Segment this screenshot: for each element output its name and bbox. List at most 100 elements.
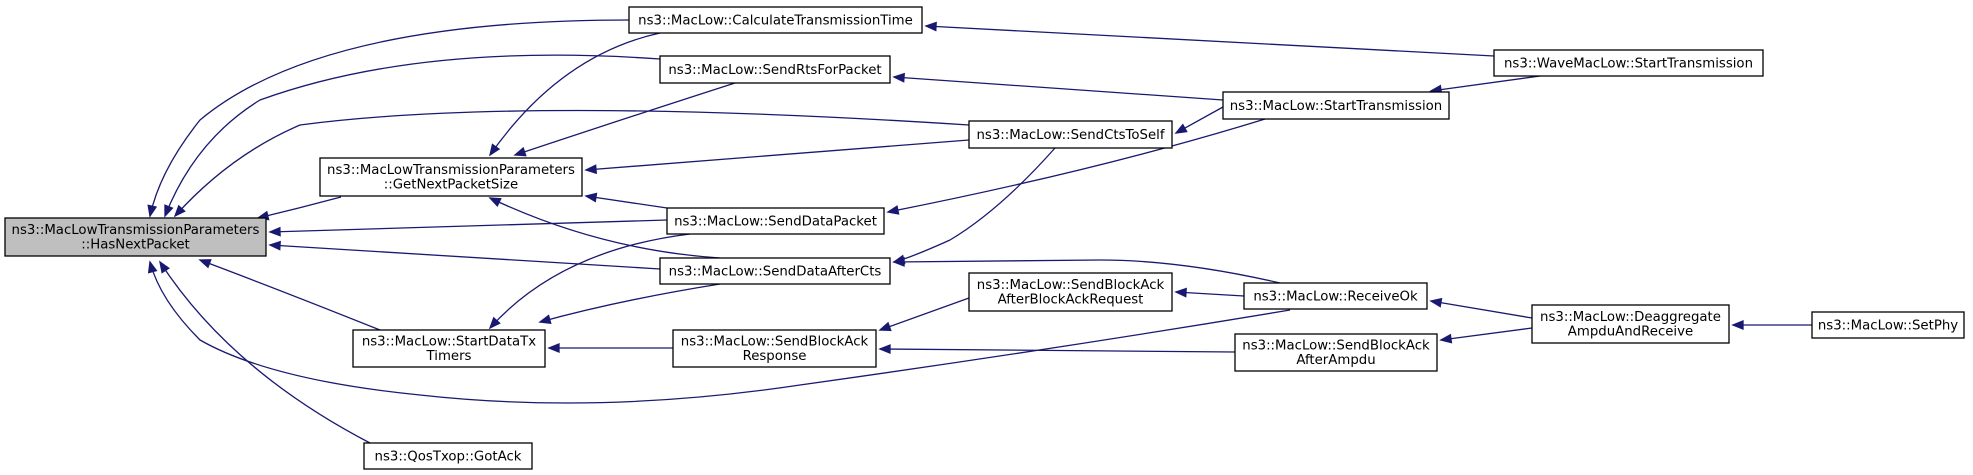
node-label: ns3::MacLow::SendBlockAck [1242,339,1430,354]
node-starttx[interactable]: ns3::MacLow::StartTransmission [1222,91,1450,120]
arrowhead [268,240,281,251]
arrowhead [513,146,527,157]
arrowhead [547,343,560,353]
node-label: ns3::MacLowTransmissionParameters [327,163,575,178]
edge-calctx-to-hasnext [147,19,630,218]
node-box [319,157,583,197]
node-box [352,329,546,368]
edge-sendbaafterbar-to-sendbaresp [878,297,970,332]
node-label: ns3::WaveMacLow::StartTransmission [1504,56,1753,71]
edge-line [1175,291,1245,297]
edge-sendctstoself-to-getnext [584,139,970,175]
edge-sendrts-to-hasnext [164,54,661,218]
node-label: ::GetNextPacketSize [384,178,518,193]
node-label: ::HasNextPacket [81,238,190,253]
node-wavestarttx[interactable]: ns3::WaveMacLow::StartTransmission [1493,49,1764,77]
node-box [659,55,891,84]
arrowhead [584,164,598,175]
node-box [363,442,533,470]
edge-line [269,244,661,270]
edge-line [257,196,342,219]
edge-line [159,261,371,444]
edge-line [893,259,1281,284]
arrowhead [147,204,158,218]
arrowhead [198,259,212,269]
arrowhead [584,192,598,203]
arrowhead [1439,333,1453,344]
edge-line [1440,327,1533,341]
edge-layer [147,19,1812,444]
node-box [628,6,923,34]
node-calctx[interactable]: ns3::MacLow::CalculateTransmissionTime [628,6,923,34]
edge-receiveok-to-senddataaftercts [892,256,1281,284]
arrowhead [878,321,892,332]
node-sendctstoself[interactable]: ns3::MacLow::SendCtsToSelf [968,120,1173,149]
arrowhead [892,72,905,83]
node-setphy[interactable]: ns3::MacLow::SetPhy [1811,311,1965,339]
node-label: ns3::MacLow::StartDataTx [362,335,536,350]
arrowhead [173,204,186,218]
node-label: Timers [426,349,472,364]
edge-senddata-to-startdatatx [488,233,691,330]
node-label: ns3::MacLow::SendDataAfterCts [669,264,882,279]
edge-receiveok-to-sendbaafterbar [1174,287,1245,298]
node-box [666,207,885,235]
edge-line [174,109,970,217]
edge-deagg-to-sendbaafterampdu [1439,327,1533,344]
node-label: AmpduAndReceive [1568,325,1693,340]
node-label: ns3::MacLow::SendDataPacket [674,214,877,229]
node-senddataaftercts[interactable]: ns3::MacLow::SendDataAfterCts [659,257,891,285]
node-label: ns3::MacLow::Deaggregate [1540,310,1721,325]
node-label: ns3::MacLow::StartTransmission [1230,99,1443,114]
node-box [968,120,1173,149]
edge-starttx-to-sendctstoself [1174,106,1224,134]
edge-sendrts-to-getnext [513,82,736,157]
node-label: ns3::MacLow::SendBlockAck [681,335,869,350]
node-box [1222,91,1450,120]
node-sendrts[interactable]: ns3::MacLow::SendRtsForPacket [659,55,891,84]
edge-sendbaresp-to-startdatatx [547,343,673,353]
arrowhead [488,197,502,208]
node-sendbaafterbar[interactable]: ns3::MacLow::SendBlockAckAfterBlockAckRe… [968,272,1173,312]
edge-line [893,76,1224,101]
node-label: ns3::MacLow::SendCtsToSelf [976,128,1164,143]
edge-line [585,195,668,209]
arrowhead [164,204,174,218]
node-box [672,329,877,368]
arrowhead [488,316,501,330]
edge-line [514,82,736,156]
edge-senddata-to-getnext [584,192,668,209]
arrowhead [886,205,900,215]
edge-line [887,118,1266,213]
arrowhead [878,344,891,355]
arrowhead [1174,123,1188,134]
edge-line [893,147,1056,263]
node-receiveok[interactable]: ns3::MacLow::ReceiveOk [1243,282,1428,310]
node-box [1531,304,1730,344]
node-getnext[interactable]: ns3::MacLowTransmissionParameters::GetNe… [319,157,583,197]
node-senddata[interactable]: ns3::MacLow::SendDataPacket [666,207,885,235]
node-gotack[interactable]: ns3::QosTxop::GotAck [363,442,533,470]
edge-line [585,139,970,171]
node-label: AfterAmpdu [1296,353,1375,368]
arrowhead [1429,297,1443,308]
edge-line [879,348,1236,353]
edge-calctx-to-getnext [488,32,661,157]
node-label: Response [743,349,807,364]
arrowhead [488,143,501,157]
edge-line [489,197,721,259]
node-box [659,257,891,285]
edge-senddataaftercts-to-hasnext [268,240,661,270]
edge-line [269,219,668,233]
node-hasnext[interactable]: ns3::MacLowTransmissionParameters::HasNe… [4,217,267,257]
edge-line [489,32,661,156]
edge-sendbaafterampdu-to-sendbaresp [878,344,1236,355]
edge-starttx-to-sendrts [892,72,1224,101]
node-label: ns3::MacLow::SendRtsForPacket [668,63,881,78]
node-label: ns3::MacLow::ReceiveOk [1253,289,1418,304]
